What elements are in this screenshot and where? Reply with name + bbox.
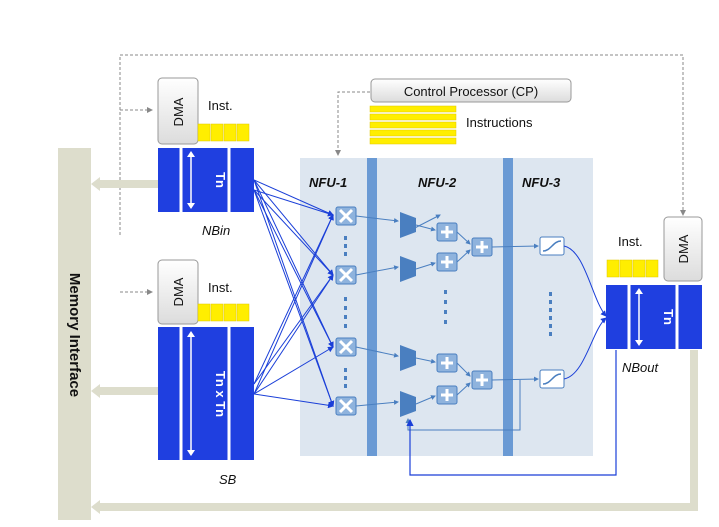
nbout-inst-label: Inst. [618,234,643,249]
control-dashed-lines [119,54,686,295]
nbout-inst-queue [606,259,659,278]
svg-text:DMA: DMA [676,234,691,263]
nbout-feedback-wire [406,350,617,476]
adder-plus-icon [436,353,458,373]
multiplier-cross-icon [335,396,357,416]
svg-text:Tn x Tn: Tn x Tn [213,371,228,417]
mux-trapezoid-icon [400,256,416,282]
dma-nbout: DMA [663,216,703,282]
multiplier-cross-icon [335,337,357,357]
control-processor-label: Control Processor (CP) [404,84,538,99]
nfu2-label: NFU-2 [418,175,457,190]
adder-plus-icon [436,252,458,272]
adder-plus-icon [436,222,458,242]
nfu-divider-2 [503,158,513,456]
adder-plus-icon [471,370,493,390]
mux-trapezoid-icon [400,391,416,417]
nbin-inst-queue [197,123,250,142]
nbin-buffer: Tn [158,148,254,212]
mux-trapezoid-icon [400,212,416,238]
sb-buffer: Tn x Tn [158,327,254,460]
instructions-label: Instructions [466,115,533,130]
sigmoid-curve-icon [539,236,565,256]
svg-text:DMA: DMA [171,97,186,126]
nfu2-units [400,212,493,417]
nfu3-label: NFU-3 [522,175,561,190]
memory-interface: Memory Interface [58,148,91,520]
nfu1-multipliers [335,206,357,416]
nfu1-label: NFU-1 [309,175,347,190]
dma-sb: DMA [157,259,199,325]
nbout-buffer: Tn [606,285,702,349]
adder-plus-icon [471,237,493,257]
memory-interface-label: Memory Interface [66,273,83,397]
memory-links [91,177,698,514]
sb-inst-label: Inst. [208,280,233,295]
svg-text:Tn: Tn [213,172,228,188]
nbout-label: NBout [622,360,660,375]
nfu-divider-1 [367,158,377,456]
nbin-inst-label: Inst. [208,98,233,113]
svg-text:DMA: DMA [171,277,186,306]
instructions-stack [369,105,457,145]
sigmoid-curve-icon [539,369,565,389]
input-fanout-wires [253,179,335,409]
nbin-label: NBin [202,223,230,238]
multiplier-cross-icon [335,206,357,226]
output-wires [563,245,607,380]
nfu-internal-wires [355,214,539,431]
sb-label: SB [219,472,237,487]
sb-inst-queue [197,303,250,322]
control-processor: Control Processor (CP) [370,78,572,103]
adder-plus-icon [436,385,458,405]
multiplier-cross-icon [335,265,357,285]
svg-text:Tn: Tn [661,309,676,325]
mux-trapezoid-icon [400,345,416,371]
dma-nbin: DMA [157,77,199,145]
